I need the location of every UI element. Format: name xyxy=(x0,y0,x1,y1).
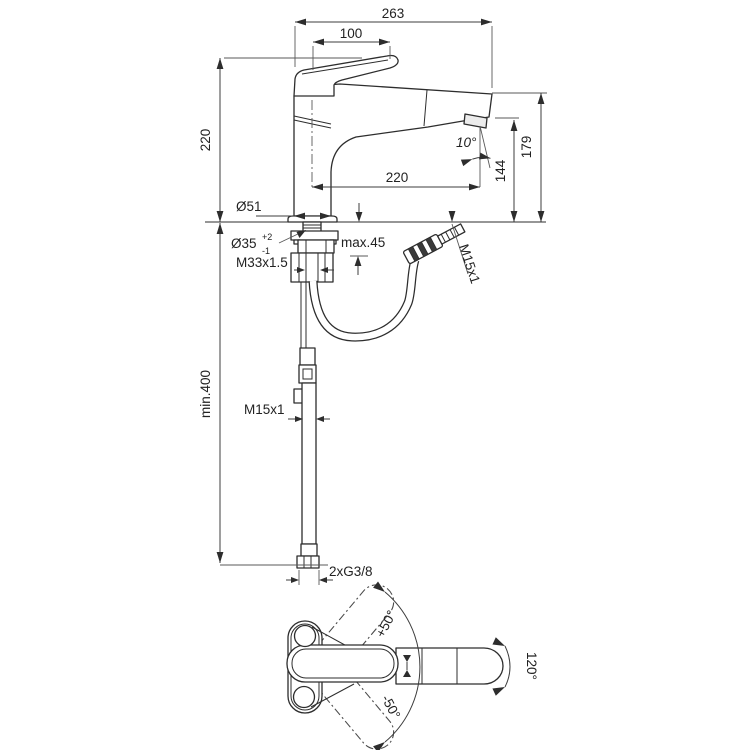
escutcheon-transition-bottom xyxy=(310,683,355,708)
dim-outlet-height: 144 xyxy=(493,117,519,222)
supply-tubes xyxy=(293,282,320,569)
dim-label-d35: Ø35 xyxy=(231,236,257,251)
hose-hex-nut xyxy=(296,555,320,569)
lever-detail-line xyxy=(301,59,389,75)
lever-handle xyxy=(293,54,399,97)
lever-top-view-outer xyxy=(286,644,399,683)
escutcheon-hole-top xyxy=(293,624,317,648)
front-view: 263 100 220 min.400 xyxy=(198,6,547,585)
dim-outlet-angle: 10° xyxy=(456,125,491,187)
dim-label-144: 144 xyxy=(493,159,508,182)
dim-handle-length: 100 xyxy=(312,26,391,70)
top-view: +50° -50° 120° xyxy=(286,581,539,750)
pivot-marker-top xyxy=(403,655,411,662)
dim-label-2xg38: 2xG3/8 xyxy=(329,564,373,579)
braided-supply-hose xyxy=(301,382,317,545)
hose-collar xyxy=(300,543,318,557)
dim-label-d35-plus: +2 xyxy=(262,232,272,242)
pivot-marker-bottom xyxy=(403,670,411,677)
dim-supply-hose-thread: M15x1 xyxy=(244,402,330,422)
dim-label-m15-supply: M15x1 xyxy=(244,402,285,417)
dim-spout-reach: 220 xyxy=(311,100,480,191)
dim-label-min400: min.400 xyxy=(198,370,213,418)
mounting-hardware xyxy=(290,221,339,283)
dim-supply-connection: 2xG3/8 xyxy=(286,564,373,585)
lever-top-view-inner xyxy=(291,648,395,679)
pullout-head-joint-line xyxy=(423,89,428,127)
dim-label-d35-minus: -1 xyxy=(262,246,270,256)
dim-label-max45: max.45 xyxy=(341,235,385,250)
dim-label-d51: Ø51 xyxy=(236,199,262,214)
dim-label-179: 179 xyxy=(519,136,534,159)
dim-label-m15-spray: M15x1 xyxy=(456,242,483,285)
dim-label-plus50: +50° xyxy=(373,608,400,640)
dim-label-220-reach: 220 xyxy=(386,170,409,185)
dim-body-height: 220 xyxy=(198,57,362,222)
dim-label-120: 120° xyxy=(524,652,539,680)
spacer-block xyxy=(297,239,335,254)
hose-nipple xyxy=(299,347,316,366)
spray-hose xyxy=(308,223,466,342)
dim-min-hose-length: min.400 xyxy=(198,223,328,566)
dim-label-m33: M33x1.5 xyxy=(236,255,288,270)
dim-label-263: 263 xyxy=(382,6,405,21)
dim-swivel-range: 120° xyxy=(492,637,539,696)
faucet-body-spout xyxy=(293,83,493,217)
base-flange xyxy=(287,215,338,223)
dim-label-220-height: 220 xyxy=(198,129,213,152)
dim-hole-diameter: Ø35 +2 -1 xyxy=(231,230,306,256)
spout-top-view xyxy=(395,647,504,685)
dim-total-width: 263 xyxy=(294,6,493,88)
dim-max-deck: max.45 xyxy=(341,203,385,275)
aerator xyxy=(463,113,488,129)
dim-label-minus50: -50° xyxy=(379,692,404,721)
dim-mounting-thread: M33x1.5 xyxy=(236,255,334,273)
dim-spout-tip-height: 179 xyxy=(492,92,547,222)
coupling-nut xyxy=(298,364,317,384)
dim-body-diameter: Ø51 xyxy=(236,199,331,220)
dim-label-10deg: 10° xyxy=(456,135,477,150)
dim-label-100: 100 xyxy=(340,26,363,41)
spray-hose-fitting xyxy=(403,223,466,265)
spray-hose-inner xyxy=(309,258,419,341)
escutcheon-hole-bottom xyxy=(292,685,316,709)
